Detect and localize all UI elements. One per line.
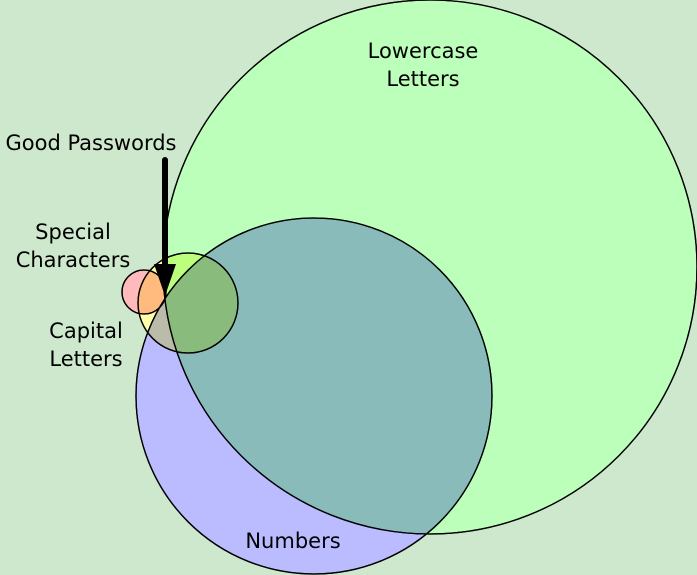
lowercase-label-line2: Letters bbox=[386, 67, 459, 91]
lowercase-label-line1: Lowercase bbox=[368, 39, 479, 63]
capital-label-line1: Capital bbox=[49, 319, 123, 343]
good-passwords-label: Good Passwords bbox=[5, 131, 176, 155]
special-label-line1: Special bbox=[35, 220, 111, 244]
good-passwords-arrow bbox=[154, 157, 176, 296]
special-label-line2: Characters bbox=[16, 248, 131, 272]
numbers-label: Numbers bbox=[245, 529, 340, 553]
capital-label-line2: Letters bbox=[49, 347, 122, 371]
